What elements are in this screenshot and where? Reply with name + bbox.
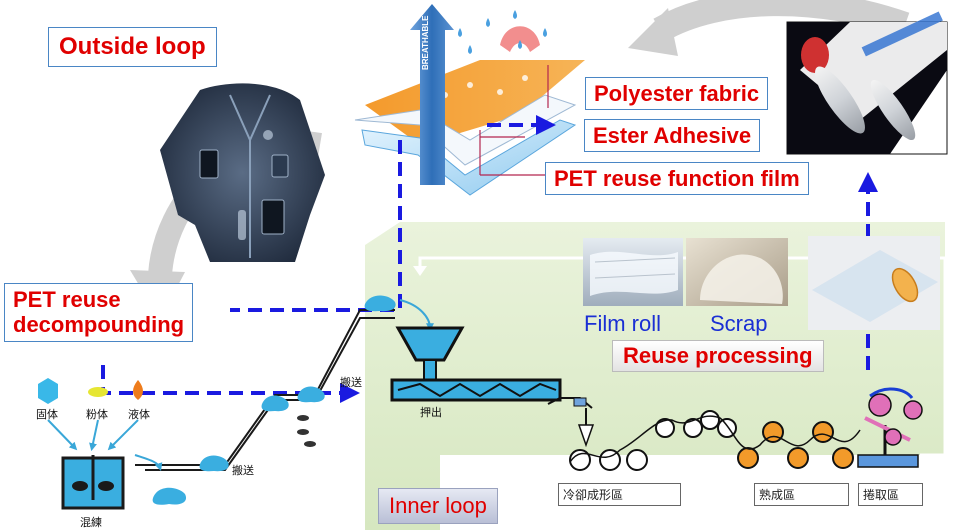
pellet-blobs xyxy=(152,295,396,505)
roll-product-photo xyxy=(808,236,940,330)
pet-decompounding-label: PET reuse decompounding xyxy=(4,283,194,342)
ester-adhesive-label: Ester Adhesive xyxy=(584,119,761,153)
rain-drops xyxy=(458,10,547,54)
solid-icon xyxy=(38,378,58,404)
dark-gears xyxy=(297,415,316,447)
film-photo-red-roller xyxy=(801,37,829,73)
scrap-photo xyxy=(686,238,788,306)
transport-label-1: 搬送 xyxy=(232,464,254,477)
liquid-icon xyxy=(133,380,143,400)
outer-loop-arrow-top xyxy=(653,0,910,42)
pet-film-label: PET reuse function film xyxy=(545,162,809,196)
film-line-rollers xyxy=(547,397,861,471)
inner-loop-line-head xyxy=(413,266,427,276)
mixing-label: 混練 xyxy=(80,516,102,529)
film-roll-label: Film roll xyxy=(584,311,661,336)
pet-decomp-line2: decompounding xyxy=(13,312,185,338)
outside-loop-label: Outside loop xyxy=(48,27,217,67)
scrap-label: Scrap xyxy=(710,311,768,336)
extrusion-label: 押出 xyxy=(420,406,442,419)
film-photo-roller-2 xyxy=(870,79,916,141)
inner-loop-line xyxy=(418,256,947,457)
winding-zone-label: 捲取區 xyxy=(858,483,923,506)
pet-decomp-line1: PET reuse xyxy=(13,287,121,312)
aging-zone-label: 熟成區 xyxy=(754,483,849,506)
jacket-image xyxy=(160,83,325,262)
film-photo-roller-1 xyxy=(815,66,865,134)
film-roll-photo xyxy=(583,238,683,306)
inner-loop-label: Inner loop xyxy=(378,488,498,524)
cooling-zone-label: 冷卻成形區 xyxy=(558,483,681,506)
reuse-processing-label: Reuse processing xyxy=(612,340,824,372)
mixing-vat-icon xyxy=(61,455,125,510)
liquid-label: 液体 xyxy=(128,408,150,421)
breathable-arrow xyxy=(410,4,454,185)
polyester-fabric-label: Polyester fabric xyxy=(585,77,769,111)
arrow-film-to-decomp xyxy=(230,140,402,312)
powder-label: 粉体 xyxy=(86,408,108,421)
transport-label-2: 搬送 xyxy=(340,376,362,389)
powder-icon xyxy=(88,387,108,397)
breathable-text: BREATHABLE xyxy=(421,15,430,70)
solid-label: 固体 xyxy=(36,408,58,421)
winding-station-icon xyxy=(857,387,923,468)
outer-loop-arrowhead xyxy=(628,8,678,56)
film-photo-blue-bar xyxy=(861,11,943,57)
extruder-icon xyxy=(390,326,562,402)
